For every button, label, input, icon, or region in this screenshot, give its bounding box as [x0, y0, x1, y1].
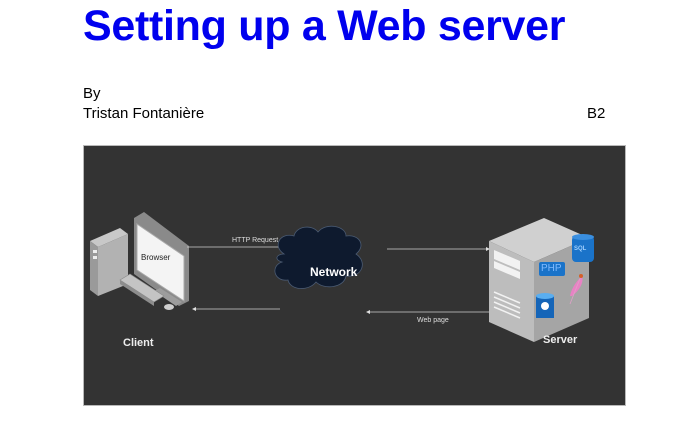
group-label: B2: [587, 105, 606, 122]
http-request-label: HTTP Request: [232, 237, 279, 244]
document-title: Setting up a Web server: [83, 2, 566, 50]
php-badge-icon: [539, 262, 565, 276]
server-label: Server: [543, 334, 578, 346]
server-icon: [489, 218, 594, 342]
postgresql-icon: [536, 293, 554, 318]
client-server-diagram: Browser HTTP Request Network Web page Cl…: [83, 145, 626, 406]
sql-database-icon: [572, 234, 594, 262]
web-page-label: Web page: [417, 317, 449, 324]
request-arrow-head-2: [486, 247, 490, 251]
client-computer-icon: [90, 212, 189, 310]
quill-icon: [569, 274, 583, 305]
network-label: Network: [310, 265, 358, 279]
response-arrow-head-1: [366, 310, 370, 314]
php-badge-label: PHP: [541, 263, 562, 274]
client-label: Client: [123, 337, 154, 349]
browser-label: Browser: [141, 253, 171, 262]
response-arrow-head-2: [192, 307, 196, 311]
sql-badge-label: SQL: [574, 246, 587, 252]
by-label: By: [83, 85, 101, 102]
network-cloud-icon: [274, 225, 363, 289]
author-name: Tristan Fontanière: [83, 105, 205, 122]
